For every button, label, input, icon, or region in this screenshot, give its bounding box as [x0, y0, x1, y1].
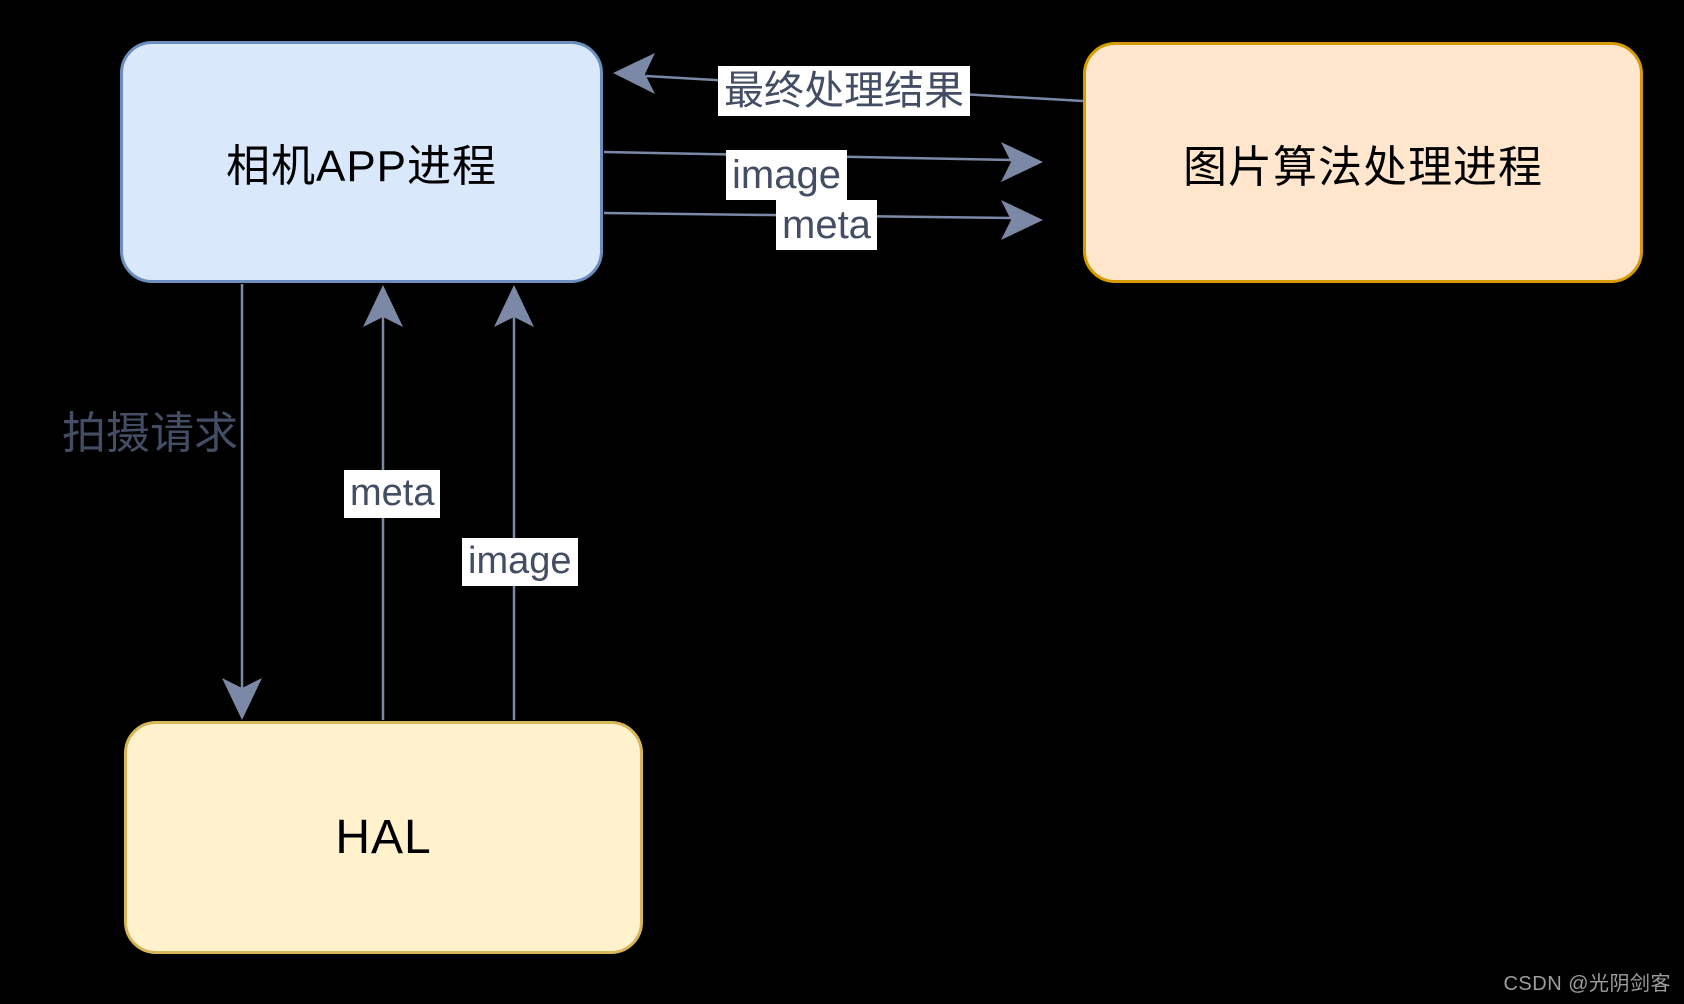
edge-capture-request	[222, 284, 262, 720]
node-hal-label: HAL	[335, 811, 432, 864]
edge-meta-from-hal	[363, 285, 403, 720]
right-arrowhead-icon	[1001, 200, 1043, 240]
up-arrowhead-icon	[363, 285, 403, 327]
edge-image-from-hal	[494, 285, 534, 720]
edge-label-meta-to-algo: meta	[776, 200, 877, 250]
edge-label-image-to-algo: image	[726, 150, 847, 200]
watermark: CSDN @光阴剑客	[1503, 973, 1671, 995]
edge-label-image-from-hal: image	[462, 538, 578, 586]
node-camera-app-label: 相机APP进程	[225, 142, 498, 191]
edge-label-final-result: 最终处理结果	[718, 66, 970, 116]
edge-label-capture-request: 拍摄请求	[62, 409, 238, 458]
right-arrowhead-icon	[1001, 142, 1043, 182]
node-hal: HAL	[124, 721, 643, 954]
node-image-algo-process: 图片算法处理进程	[1083, 42, 1643, 283]
up-arrowhead-icon	[494, 285, 534, 327]
node-image-algo-label: 图片算法处理进程	[1183, 142, 1543, 192]
edge-label-meta-from-hal: meta	[344, 470, 441, 518]
left-arrowhead-icon	[613, 53, 655, 94]
down-arrowhead-icon	[222, 678, 262, 720]
node-camera-app-process: 相机APP进程	[120, 41, 603, 283]
